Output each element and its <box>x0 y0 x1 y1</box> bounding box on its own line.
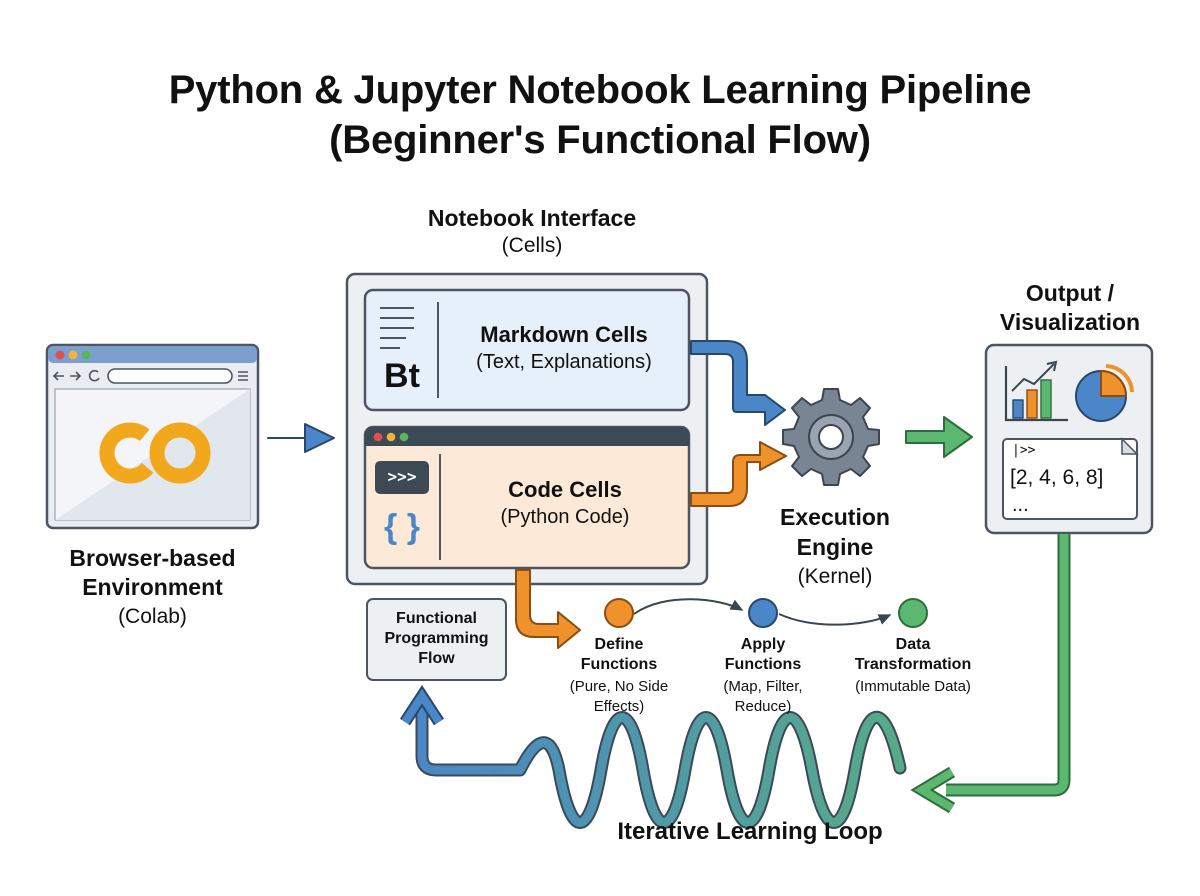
refresh-icon[interactable] <box>88 369 100 382</box>
connector-apply-to-transform <box>778 613 892 626</box>
code-cell-sub: (Python Code) <box>500 506 630 528</box>
engine-sub: (Kernel) <box>797 565 873 588</box>
markdown-glyph-icon: Bt <box>384 357 420 395</box>
loop-label: Iterative Learning Loop <box>617 818 883 845</box>
output-title-2: Visualization <box>999 309 1141 335</box>
notebook-title: Notebook Interface <box>427 205 637 231</box>
arrow-code-to-functions <box>515 569 581 649</box>
output-panel <box>984 343 1154 535</box>
functional-box-line3: Flow <box>418 650 455 667</box>
window-dots-icon <box>55 350 91 360</box>
arrow-engine-to-output <box>905 416 973 458</box>
output-terminal <box>1002 438 1138 520</box>
menu-icon[interactable] <box>238 371 248 381</box>
colab-logo-icon <box>99 422 211 484</box>
markdown-cell[interactable] <box>363 288 691 412</box>
gear-icon <box>782 388 880 486</box>
code-prompt-label: >>> <box>387 467 417 486</box>
output-loop-line <box>946 534 1069 795</box>
markdown-cell-sub: (Text, Explanations) <box>476 351 652 373</box>
terminal-prompt-icon <box>375 461 429 494</box>
arrow-browser-to-notebook <box>267 423 335 453</box>
browser-window <box>45 343 260 530</box>
output-title: Output / <box>1025 280 1115 306</box>
arrow-code-to-engine <box>690 441 787 507</box>
browser-sub: (Colab) <box>118 605 187 628</box>
functional-box-line1: Functional <box>396 610 477 627</box>
loop-arrowhead-blue <box>401 688 443 725</box>
step-apply-title-2: Functions <box>724 656 802 673</box>
step-define-title: Define <box>594 636 644 653</box>
step-apply-sub: (Map, Filter, <box>723 678 803 695</box>
engine-title-2: Engine <box>796 534 874 560</box>
output-result: [2, 4, 6, 8] <box>1010 466 1104 489</box>
markdown-cell-title: Markdown Cells <box>480 322 648 347</box>
iterative-loop-wave <box>417 707 905 827</box>
address-bar[interactable] <box>107 368 233 384</box>
code-cell-title: Code Cells <box>508 477 622 502</box>
functional-programming-box <box>366 598 507 681</box>
page-subtitle: (Beginner's Functional Flow) <box>329 118 871 162</box>
back-arrow-icon[interactable] <box>52 371 64 381</box>
loop-arrowhead-green <box>914 768 955 812</box>
step-transform-title: Data <box>895 636 931 653</box>
step-apply-dot <box>748 598 778 628</box>
browser-title-2: Environment <box>82 574 223 600</box>
step-transform-title-2: Transformation <box>854 656 972 673</box>
output-ellipsis: ... <box>1012 494 1029 516</box>
step-define-sub: (Pure, No Side <box>569 678 669 695</box>
code-cell[interactable] <box>363 425 691 570</box>
arrow-markdown-to-engine <box>690 340 786 426</box>
browser-title: Browser-based <box>69 545 236 571</box>
functional-box-line2: Programming <box>384 630 489 647</box>
step-define-sub-2: Effects) <box>593 698 645 715</box>
markdown-lines-icon <box>380 307 414 349</box>
connector-define-to-apply <box>633 598 744 615</box>
page-title: Python & Jupyter Notebook Learning Pipel… <box>168 68 1032 112</box>
step-define-title-2: Functions <box>580 656 658 673</box>
step-transform-dot <box>898 598 928 628</box>
forward-arrow-icon[interactable] <box>70 371 82 381</box>
step-apply-title: Apply <box>740 636 786 653</box>
step-transform-sub: (Immutable Data) <box>855 678 971 695</box>
step-apply-sub-2: Reduce) <box>734 698 792 715</box>
notebook-sub: (Cells) <box>501 234 563 257</box>
bar-chart-icon <box>1004 360 1068 422</box>
output-prompt: |>> <box>1012 443 1036 458</box>
step-define-dot <box>604 598 634 628</box>
engine-title: Execution <box>780 504 890 530</box>
pie-chart-icon <box>1075 364 1134 422</box>
braces-icon: { } <box>384 508 420 546</box>
